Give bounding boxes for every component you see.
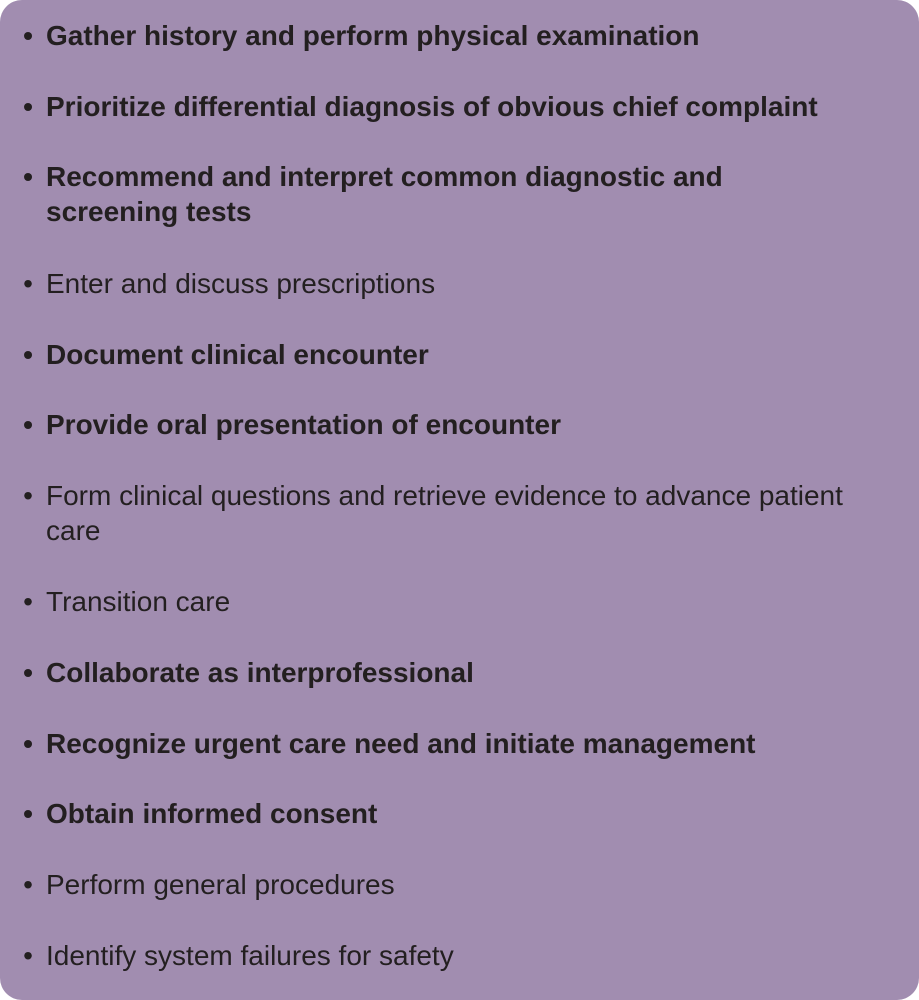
list-item-text: Provide oral presentation of encounter: [46, 409, 561, 440]
list-item-text: Document clinical encounter: [46, 339, 429, 370]
bullet-icon: •: [23, 657, 33, 688]
bullet-icon: •: [23, 869, 33, 900]
list-item-text: Gather history and perform physical exam…: [46, 20, 700, 51]
bullet-icon: •: [23, 586, 33, 617]
bullet-icon: •: [23, 20, 33, 51]
bullet-icon: •: [23, 728, 33, 759]
bullet-icon: •: [23, 480, 33, 511]
bullet-icon: •: [23, 91, 33, 122]
list-item-text: Collaborate as interprofessional: [46, 657, 474, 688]
list-item-text: Identify system failures for safety: [46, 940, 454, 971]
bullet-icon: •: [23, 940, 33, 971]
bullet-icon: •: [23, 409, 33, 440]
list-item-text: Enter and discuss prescriptions: [46, 268, 436, 299]
list-item-text: Obtain informed consent: [46, 798, 378, 829]
bullet-icon: •: [23, 798, 33, 829]
list-item-text: Form clinical questions and retrieve evi…: [46, 480, 843, 546]
list-item-text: Transition care: [46, 586, 231, 617]
bullet-icon: •: [23, 161, 33, 192]
list-item-text: Prioritize differential diagnosis of obv…: [46, 91, 818, 122]
bullet-icon: •: [23, 268, 33, 299]
list-item-text: Recognize urgent care need and initiate …: [46, 728, 756, 759]
list-item-text: Recommend and interpret common diagnosti…: [46, 161, 723, 227]
bullet-icon: •: [23, 339, 33, 370]
list-item-text: Perform general procedures: [46, 869, 395, 900]
